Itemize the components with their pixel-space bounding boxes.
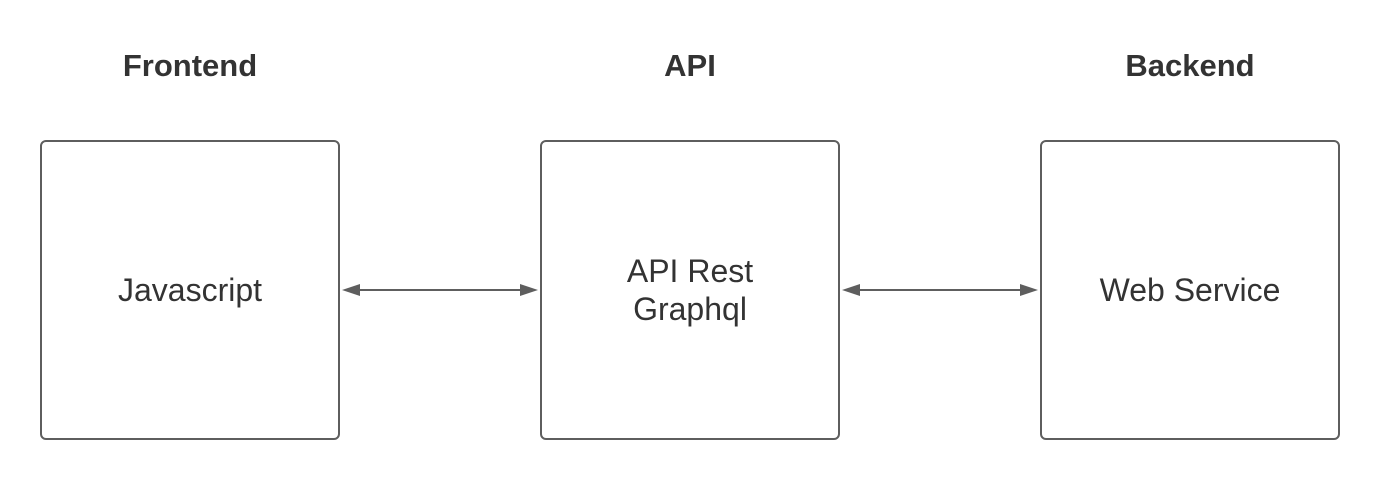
api-heading: API bbox=[664, 48, 716, 83]
api-box-label-line-2: Graphql bbox=[633, 291, 747, 327]
frontend-box-label: Javascript bbox=[117, 272, 263, 308]
arrowhead-left-icon bbox=[842, 284, 860, 296]
arrowhead-right-icon bbox=[1020, 284, 1038, 296]
backend-box-label: Web Service bbox=[1099, 272, 1281, 308]
frontend-box[interactable]: Javascript bbox=[40, 140, 340, 440]
connector-frontend-api bbox=[342, 284, 538, 296]
api-box-label-line-1: API Rest bbox=[626, 253, 754, 289]
backend-box[interactable]: Web Service bbox=[1040, 140, 1340, 440]
arrowhead-left-icon bbox=[342, 284, 360, 296]
arrowhead-right-icon bbox=[520, 284, 538, 296]
connector-api-backend bbox=[842, 284, 1038, 296]
api-box[interactable]: API Rest Graphql bbox=[540, 140, 840, 440]
backend-heading: Backend bbox=[1125, 48, 1255, 83]
frontend-heading: Frontend bbox=[122, 48, 258, 83]
